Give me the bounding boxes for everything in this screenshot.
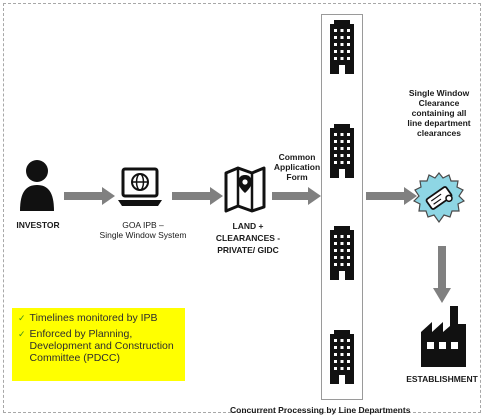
arrow-land-to-departments [272,187,321,205]
line-departments-caption: Concurrent Processing by Line Department… [230,405,411,415]
establishment-label: ESTABLISHMENT [406,374,478,384]
callout-item: ✓Enforced by Planning, Development and C… [18,328,174,364]
clearance-label: Single Window Clearance containing all l… [407,88,471,138]
check-icon: ✓ [18,313,26,323]
building-icon [330,330,354,384]
arrow-departments-to-clearance [366,187,417,205]
land-label: LAND + CLEARANCES - PRIVATE/ GIDC [215,221,281,255]
diagram-frame [3,3,481,413]
map-icon [224,166,266,213]
check-icon: ✓ [18,329,26,339]
laptop-globe-icon [118,167,162,206]
goa-ipb-label: GOA IPB – Single Window System [99,220,187,240]
callout-box: ✓Timelines monitored by IPB ✓Enforced by… [12,308,185,381]
callout-item: ✓Timelines monitored by IPB [18,312,158,324]
arrow-goa-to-land [172,187,223,205]
person-icon [20,160,54,211]
caf-label: Common Application Form [273,152,321,182]
certificate-badge-icon [413,172,465,224]
building-icon [330,20,354,74]
building-icon [330,226,354,280]
arrow-clearance-to-establishment [433,246,451,303]
investor-label: INVESTOR [16,220,60,230]
arrow-investor-to-goa [64,187,115,205]
factory-icon [421,306,466,367]
building-icon [330,124,354,178]
